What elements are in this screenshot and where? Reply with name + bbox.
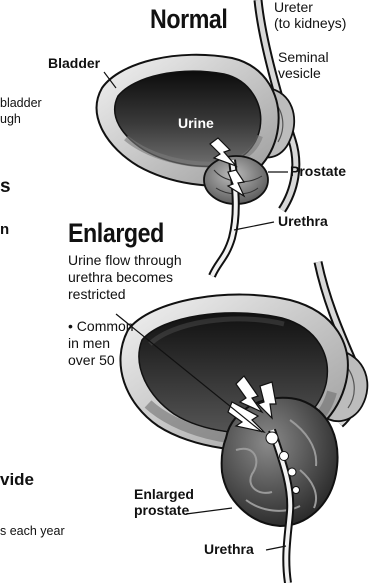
enlarged-note: • Common in men over 50	[68, 318, 134, 368]
urethra-label-enlarged: Urethra	[204, 542, 254, 558]
seminal-vesicle-label: Seminal vesicle	[278, 50, 329, 81]
left-fragment-6: s each year	[0, 524, 65, 538]
constriction-dot	[266, 432, 278, 444]
constriction-dot	[280, 452, 289, 461]
prostate-label: Prostate	[290, 164, 346, 180]
urine-label: Urine	[178, 116, 214, 132]
enlarged-prostate-label: Enlarged prostate	[134, 486, 194, 518]
left-fragment-5: vide	[0, 470, 34, 489]
left-fragment-3: s	[0, 176, 11, 197]
title-normal: Normal	[150, 4, 227, 34]
ureter-label: Ureter (to kidneys)	[274, 0, 346, 31]
left-fragment-1: bladder	[0, 96, 42, 110]
bladder-label: Bladder	[48, 56, 100, 72]
enlarged-caption: Urine flow through urethra becomes restr…	[68, 252, 182, 302]
left-fragment-2: ugh	[0, 112, 21, 126]
title-enlarged: Enlarged	[68, 218, 164, 248]
left-fragment-4: n	[0, 222, 9, 239]
urethra-label-normal: Urethra	[278, 214, 328, 230]
constriction-dot	[288, 468, 296, 476]
constriction-dot	[293, 487, 300, 494]
